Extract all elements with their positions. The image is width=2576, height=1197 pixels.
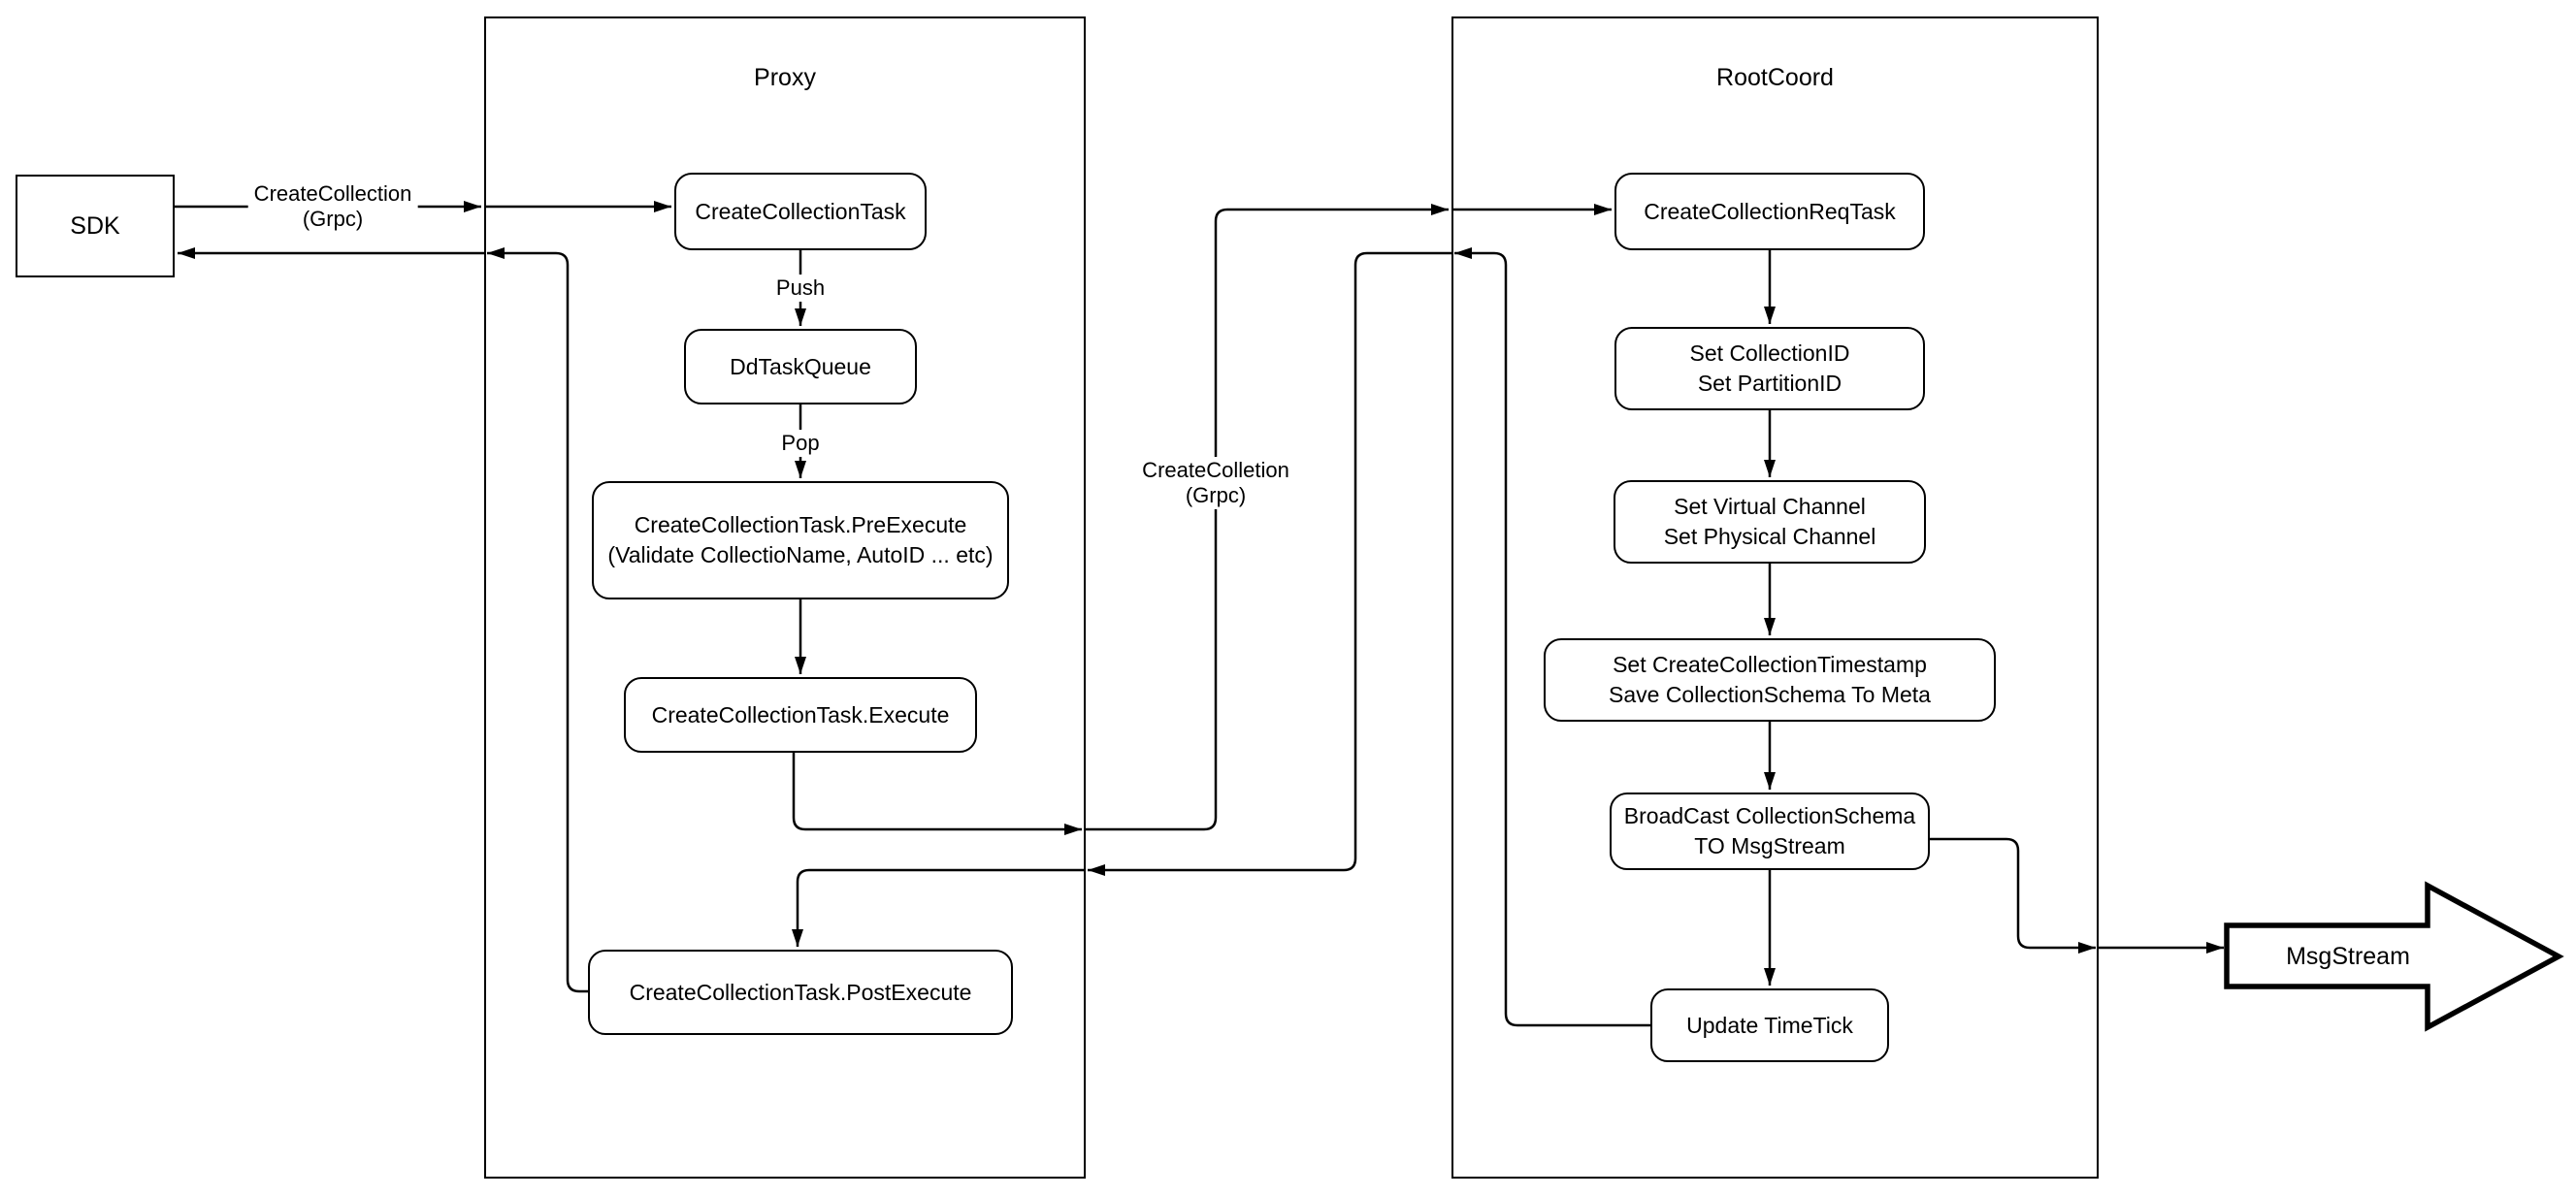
proxy-container: Proxy xyxy=(484,16,1086,1179)
edge-timetick-return-to-rootcoord-edge xyxy=(1454,247,1650,1027)
node-create-collection-req-task-label: CreateCollectionReqTask xyxy=(1644,198,1896,224)
edge-label-grpc-internal-line2: (Grpc) xyxy=(1185,483,1247,507)
node-pre-execute-line2: (Validate CollectioName, AutoID ... etc) xyxy=(607,542,994,567)
msgstream-block-arrow xyxy=(2224,881,2564,1032)
node-set-ids: Set CollectionID Set PartitionID xyxy=(1614,327,1925,410)
edge-label-grpc-internal: CreateColletion (Grpc) xyxy=(1136,457,1295,509)
edge-label-push: Push xyxy=(769,275,831,302)
node-set-channels-line1: Set Virtual Channel xyxy=(1674,494,1866,519)
node-execute-label: CreateCollectionTask.Execute xyxy=(651,701,950,728)
node-execute: CreateCollectionTask.Execute xyxy=(624,677,977,753)
rootcoord-container: RootCoord xyxy=(1451,16,2099,1179)
node-set-timestamp-line1: Set CreateCollectionTimestamp xyxy=(1613,652,1927,677)
node-create-collection-task: CreateCollectionTask xyxy=(674,173,927,250)
node-set-channels: Set Virtual Channel Set Physical Channel xyxy=(1614,480,1926,564)
node-broadcast: BroadCast CollectionSchema TO MsgStream xyxy=(1610,793,1930,870)
node-update-timetick: Update TimeTick xyxy=(1650,988,1889,1062)
node-sdk-label: SDK xyxy=(70,211,120,240)
node-create-collection-req-task: CreateCollectionReqTask xyxy=(1614,173,1925,250)
node-post-execute-label: CreateCollectionTask.PostExecute xyxy=(629,979,972,1005)
node-update-timetick-label: Update TimeTick xyxy=(1686,1012,1853,1038)
edge-label-grpc-call-line2: (Grpc) xyxy=(302,207,364,231)
edge-label-grpc-call-line1: CreateCollection xyxy=(253,181,412,206)
edge-proxy-edge-to-postexecute xyxy=(792,868,1085,947)
msgstream-label: MsgStream xyxy=(2286,943,2410,970)
rootcoord-title: RootCoord xyxy=(1716,64,1834,91)
edge-label-pop: Pop xyxy=(775,430,826,457)
proxy-title: Proxy xyxy=(754,64,816,91)
node-set-ids-line1: Set CollectionID xyxy=(1689,340,1850,366)
node-sdk: SDK xyxy=(16,175,175,277)
node-dd-task-queue-label: DdTaskQueue xyxy=(730,353,871,379)
node-broadcast-line2: TO MsgStream xyxy=(1694,833,1845,858)
edge-execute-out-to-proxy-edge xyxy=(792,753,1082,835)
edge-postexecute-return-to-proxy-edge xyxy=(487,247,588,993)
node-set-ids-line2: Set PartitionID xyxy=(1697,371,1842,396)
node-set-timestamp-line2: Save CollectionSchema To Meta xyxy=(1609,682,1931,707)
node-pre-execute: CreateCollectionTask.PreExecute (Validat… xyxy=(592,481,1009,599)
node-set-channels-line2: Set Physical Channel xyxy=(1663,524,1876,549)
edge-return-down-to-proxy-edge xyxy=(1088,251,1451,876)
node-create-collection-task-label: CreateCollectionTask xyxy=(695,198,906,224)
edge-grpc-up-to-rootcoord-edge xyxy=(1085,204,1449,831)
node-post-execute: CreateCollectionTask.PostExecute xyxy=(588,950,1013,1035)
edge-label-grpc-call: CreateCollection (Grpc) xyxy=(247,180,418,233)
node-broadcast-line1: BroadCast CollectionSchema xyxy=(1623,803,1916,828)
edge-label-grpc-internal-line1: CreateColletion xyxy=(1142,458,1289,482)
node-pre-execute-line1: CreateCollectionTask.PreExecute xyxy=(634,512,967,537)
edge-broadcast-out-to-rootcoord-edge xyxy=(1930,837,2096,954)
node-dd-task-queue: DdTaskQueue xyxy=(684,329,917,404)
node-set-timestamp: Set CreateCollectionTimestamp Save Colle… xyxy=(1544,638,1996,722)
